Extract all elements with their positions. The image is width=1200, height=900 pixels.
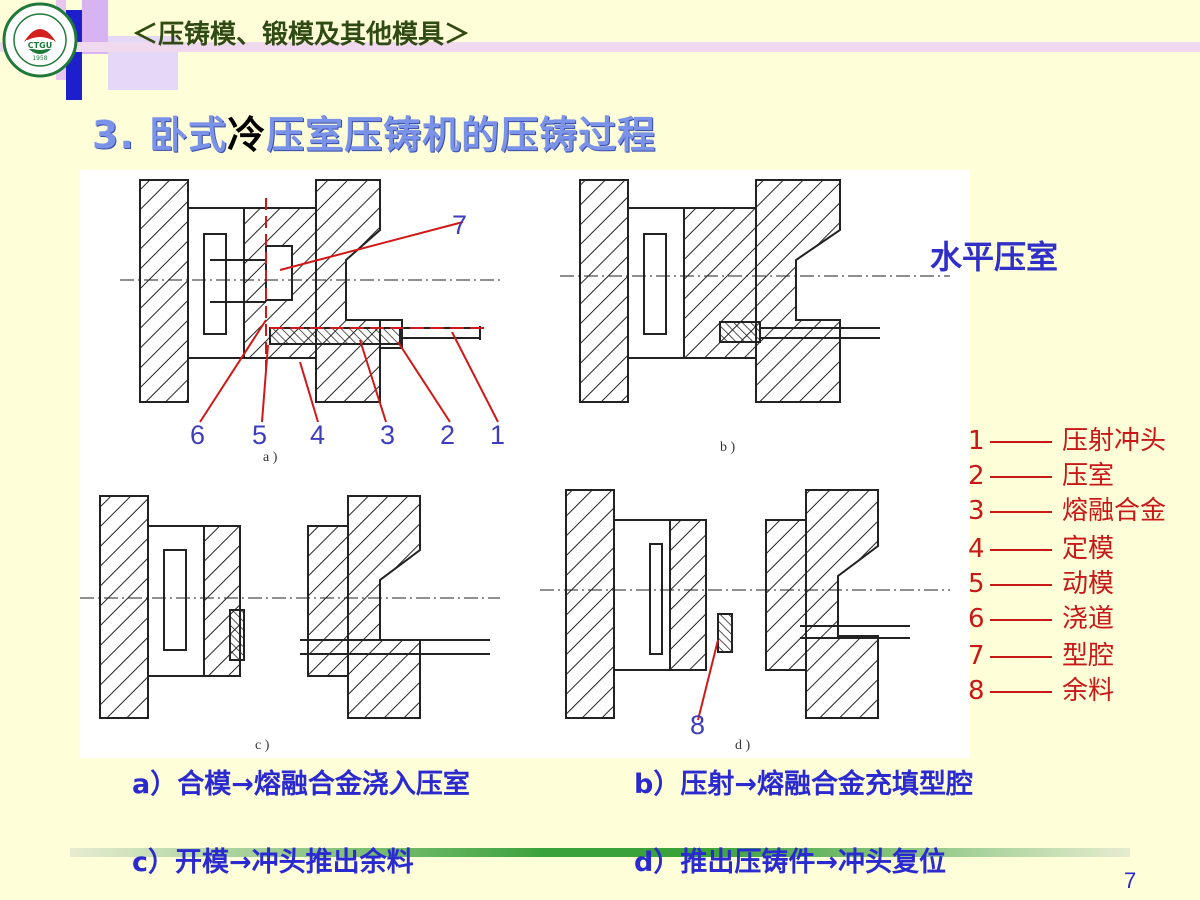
title-prefix: 3. 卧式 bbox=[92, 113, 228, 157]
legend-num: 2 bbox=[968, 461, 985, 491]
part-label-7: 7 bbox=[452, 210, 468, 240]
legend-num: 5 bbox=[968, 569, 985, 599]
horizontal-chamber-label: 水平压室 bbox=[930, 238, 1059, 276]
header-title: ＜压铸模、锻模及其他模具＞ bbox=[132, 20, 471, 50]
panel-c-drawing bbox=[99, 495, 490, 719]
legend-item: 6 浇道 bbox=[968, 598, 1114, 634]
legend-num: 3 bbox=[968, 496, 985, 526]
legend-text: 压射冲头 bbox=[1062, 426, 1167, 456]
svg-text:CTGU: CTGU bbox=[28, 41, 52, 50]
legend-text: 动模 bbox=[1062, 569, 1115, 599]
legend-num: 8 bbox=[968, 676, 985, 706]
part-label-2: 2 bbox=[440, 420, 456, 450]
part-label-8: 8 bbox=[690, 710, 706, 740]
slide-title: 3. 卧式冷压室压铸机的压铸过程 bbox=[92, 104, 656, 159]
title-suffix: 压室压铸机的压铸过程 bbox=[266, 113, 657, 157]
legend-item: 3 熔融合金 bbox=[968, 490, 1166, 526]
legend-item: 2 压室 bbox=[968, 455, 1114, 491]
legend-text: 熔融合金 bbox=[1062, 496, 1167, 526]
part-label-5: 5 bbox=[252, 420, 268, 450]
die-casting-diagram bbox=[80, 170, 970, 758]
sublabel-c: c ) bbox=[255, 738, 270, 753]
legend-item: 8 余料 bbox=[968, 670, 1114, 706]
legend-num: 6 bbox=[968, 604, 985, 634]
part-label-1: 1 bbox=[490, 420, 506, 450]
legend-text: 型腔 bbox=[1062, 641, 1115, 671]
caption-b: b）压射→熔融合金充填型腔 bbox=[634, 769, 973, 800]
page-number: 7 bbox=[1124, 868, 1137, 893]
legend-num: 7 bbox=[968, 641, 985, 671]
legend-text: 余料 bbox=[1062, 676, 1115, 706]
panel-d-drawing bbox=[565, 489, 910, 719]
part-label-4: 4 bbox=[310, 420, 326, 450]
sublabel-b: b ) bbox=[720, 440, 736, 455]
legend-text: 压室 bbox=[1062, 461, 1115, 491]
legend-text: 定模 bbox=[1062, 534, 1115, 564]
part-label-6: 6 bbox=[190, 420, 206, 450]
part-label-3: 3 bbox=[380, 420, 396, 450]
sublabel-d: d ) bbox=[735, 738, 751, 753]
legend-num: 4 bbox=[968, 534, 985, 564]
legend-item: 7 型腔 bbox=[968, 635, 1114, 671]
legend-num: 1 bbox=[968, 426, 985, 456]
university-logo: CTGU 1958 bbox=[2, 2, 78, 78]
sublabel-a: a ) bbox=[263, 450, 278, 465]
legend-item: 5 动模 bbox=[968, 563, 1114, 599]
caption-a: a）合模→熔融合金浇入压室 bbox=[132, 769, 470, 800]
footer-bar bbox=[70, 848, 1130, 857]
panel-b-drawing bbox=[579, 179, 880, 403]
diagram-drawing bbox=[80, 179, 950, 721]
svg-text:1958: 1958 bbox=[32, 55, 47, 62]
legend-item: 4 定模 bbox=[968, 528, 1114, 564]
title-highlight: 冷 bbox=[227, 113, 267, 157]
legend-text: 浇道 bbox=[1062, 604, 1115, 634]
caption-c: c）开模→冲头推出余料 bbox=[132, 847, 414, 878]
panel-a-drawing bbox=[139, 179, 481, 403]
caption-d: d）推出压铸件→冲头复位 bbox=[634, 847, 946, 878]
legend-item: 1 压射冲头 bbox=[968, 420, 1166, 456]
